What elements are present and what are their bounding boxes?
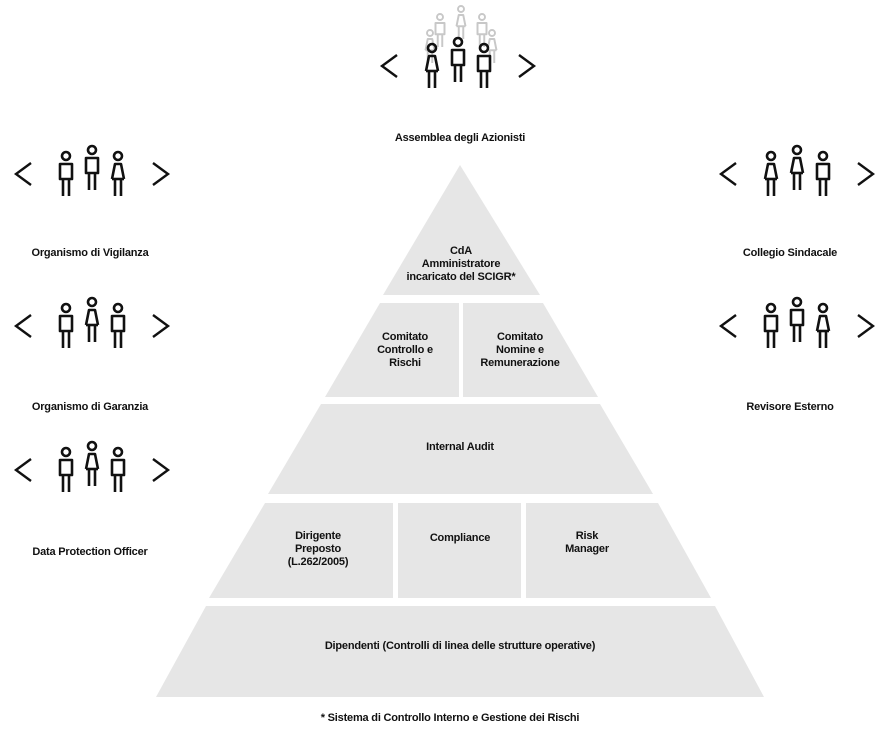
person-icon [84,296,100,342]
pyramid [156,165,764,697]
people-group-vigilanza-icon [13,144,171,196]
chevron-brackets-icon [13,458,171,482]
person-icon [58,302,74,348]
person-icon [450,36,466,82]
label-cda: CdA Amministratore incaricato del SCIGR* [406,245,516,283]
person-icon [434,13,446,47]
chevron-brackets-icon [379,54,537,78]
person-icon [424,42,440,88]
chevron-brackets-icon [13,314,171,338]
person-icon [789,144,805,190]
label-revisore-esterno: Revisore Esterno [746,401,834,413]
person-icon [815,150,831,196]
person-icon [486,29,498,63]
person-icon [789,296,805,342]
person-icon [110,446,126,492]
tier-comitati-right [463,303,598,397]
label-comitato-nomine-remunerazione: Comitato Nomine e Remunerazione [480,331,560,369]
person-icon [455,5,467,39]
label-comitato-controllo-rischi: Comitato Controllo e Rischi [377,331,433,369]
person-icon [424,29,436,63]
tier-internal-audit [268,404,653,494]
label-organismo-garanzia: Organismo di Garanzia [31,401,149,413]
person-icon [763,150,779,196]
tier-compliance [398,503,521,598]
label-collegio-sindacale: Collegio Sindacale [742,247,838,259]
tier-dirigente-preposto [209,503,393,598]
label-organismo-vigilanza: Organismo di Vigilanza [31,247,149,259]
label-internal-audit: Internal Audit [426,441,494,453]
people-group-dpo-icon [13,440,171,492]
people-group-assemblea-icon [379,36,537,88]
person-icon [58,446,74,492]
label-dirigente-preposto: Dirigente Preposto (L.262/2005) [287,530,349,568]
person-icon [815,302,831,348]
chevron-brackets-icon [718,162,875,186]
tier-comitati-left [325,303,459,397]
person-icon [58,150,74,196]
tier-cda [383,165,540,295]
person-icon [476,42,492,88]
person-icon [110,302,126,348]
label-compliance: Compliance [429,532,491,544]
tier-dipendenti [156,606,764,697]
label-dipendenti: Dipendenti (Controlli di linea delle str… [324,640,596,652]
person-icon [84,440,100,486]
person-icon [84,144,100,190]
footnote: * Sistema di Controllo Interno e Gestion… [320,712,580,724]
label-risk-manager: Risk Manager [565,530,609,555]
label-assemblea-azionisti: Assemblea degli Azionisti [394,132,526,144]
person-icon [763,302,779,348]
person-icon [110,150,126,196]
people-group-collegio-icon [718,144,875,196]
people-group-revisore-icon [718,296,875,348]
tier-risk-manager [526,503,711,598]
person-icon [476,13,488,47]
faded-crowd-icon [424,5,498,63]
label-data-protection-officer: Data Protection Officer [32,546,148,558]
people-group-garanzia-icon [13,296,171,348]
chevron-brackets-icon [13,162,171,186]
chevron-brackets-icon [718,314,875,338]
